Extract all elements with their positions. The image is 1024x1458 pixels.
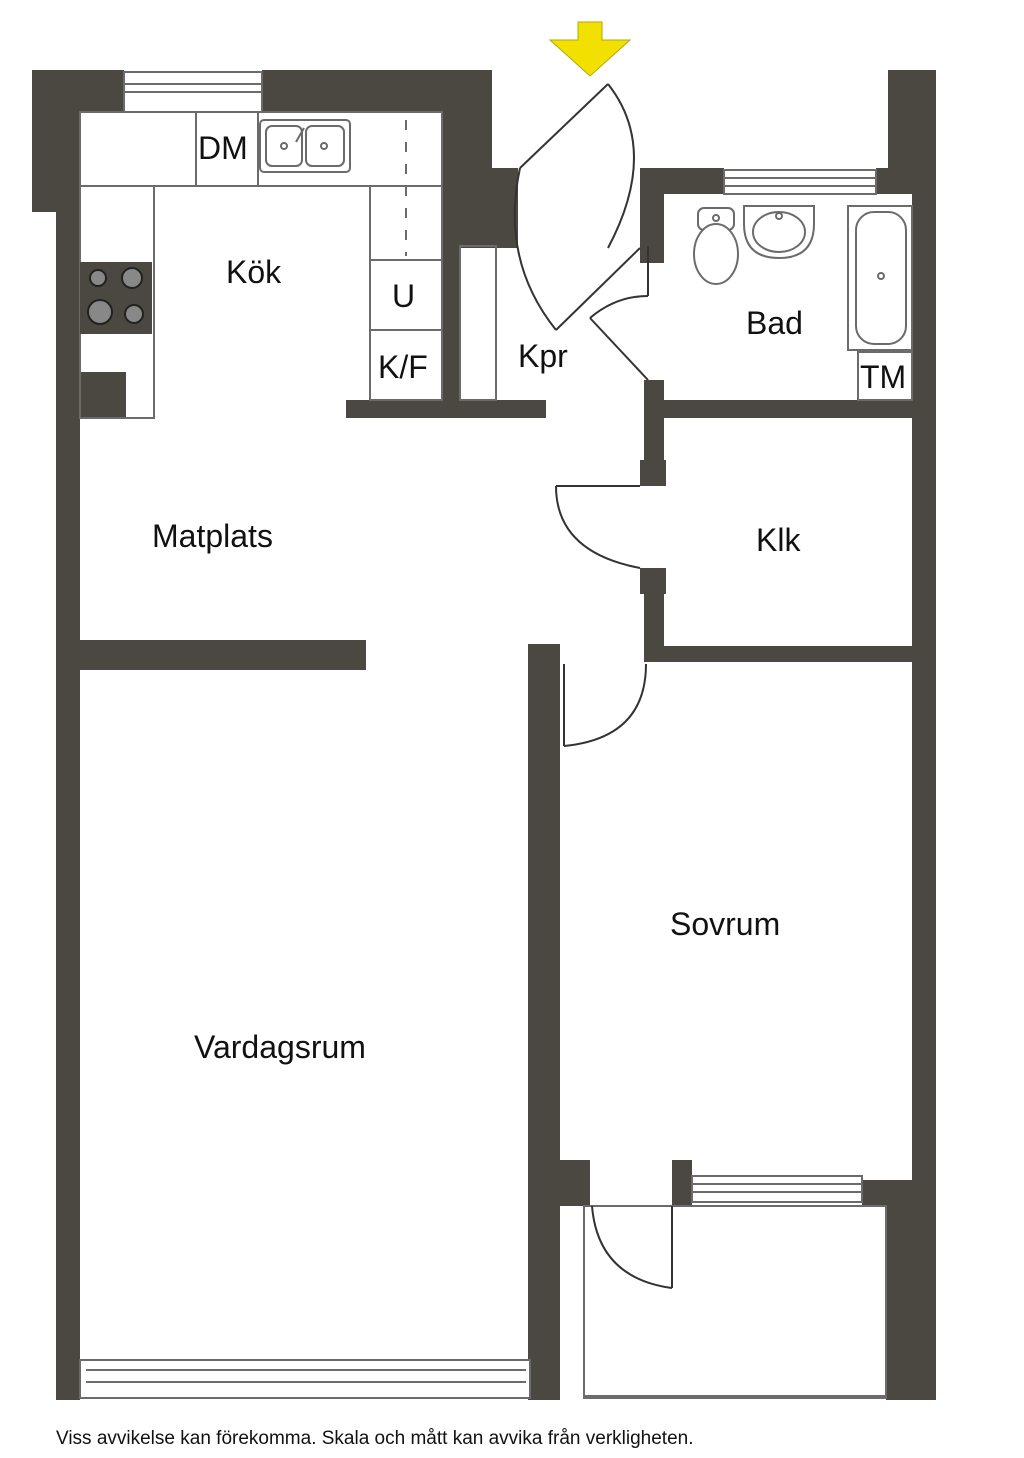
window-bedroom [691, 1175, 863, 1203]
hall-closet [459, 245, 497, 401]
bedroom-door [563, 663, 647, 747]
fixture-label-kf: K/F [378, 349, 428, 385]
outer-walls [32, 70, 936, 1400]
wall-balcony-stub-mid [672, 1160, 692, 1206]
wall-left-outer [56, 200, 80, 1400]
bathroom-door [589, 246, 649, 381]
wall-bath-left [640, 168, 664, 263]
room-label-matplats: Matplats [152, 518, 273, 554]
fixture-label-tm: TM [860, 359, 906, 395]
fixture-label-u: U [392, 278, 415, 314]
room-label-kpr: Kpr [518, 338, 568, 374]
kitchen-counters [79, 111, 443, 419]
wall-klk-left-low [644, 594, 664, 650]
wall-bath-top-right [876, 168, 912, 194]
window-living [79, 1359, 531, 1399]
wall-kitchen-stub [80, 372, 126, 418]
wall-balcony-stub-left [556, 1160, 590, 1206]
wall-right-bottom [886, 1180, 936, 1400]
wall-hall-closet [442, 246, 460, 406]
kitchen-sink-icon [259, 119, 351, 173]
disclaimer-text: Viss avvikelse kan förekomma. Skala och … [56, 1428, 694, 1449]
interior-walls [80, 246, 914, 1400]
wall-sovrum-left [528, 644, 560, 1400]
toilet-icon [693, 207, 739, 285]
room-label-sovrum: Sovrum [670, 906, 780, 942]
washbasin-icon [743, 205, 815, 260]
wall-balcony-top-right [862, 1180, 912, 1206]
balcony [583, 1205, 887, 1399]
kf-box [369, 329, 443, 401]
stove-icon [80, 262, 152, 334]
wall-bath-lower-left [644, 380, 664, 418]
room-label-klk: Klk [756, 522, 801, 558]
wall-right-outer [888, 70, 936, 170]
room-label-vardagsrum: Vardagsrum [194, 1029, 366, 1065]
windows [79, 71, 886, 1399]
room-label-kok: Kök [226, 254, 282, 290]
closet-door [555, 485, 641, 569]
entrance-door [513, 83, 641, 331]
wall-top-mid [262, 70, 492, 112]
wall-top-corner [442, 112, 492, 170]
wall-bath-bottom [644, 400, 914, 418]
room-label-bad: Bad [746, 305, 803, 341]
wall-klk-left-bottom [640, 568, 666, 594]
counter-right [369, 185, 443, 261]
wall-klk-left-mid [640, 460, 666, 486]
wall-kitchen-bottom [346, 400, 546, 418]
counter-top [79, 111, 443, 187]
bathtub-icon [847, 205, 913, 351]
balcony-door [591, 1205, 673, 1289]
dm-box [195, 111, 259, 187]
fixture-label-dm: DM [198, 130, 248, 166]
wall-matplats-divider [80, 640, 366, 670]
wall-left-outer-top [32, 70, 80, 212]
wall-entrance-left [442, 168, 518, 248]
window-bath [723, 169, 877, 195]
wall-klk-bottom [644, 646, 914, 662]
wall-sovrum-left-top [528, 644, 560, 664]
entrance-arrow-icon [548, 21, 632, 77]
tm-box [857, 351, 913, 401]
